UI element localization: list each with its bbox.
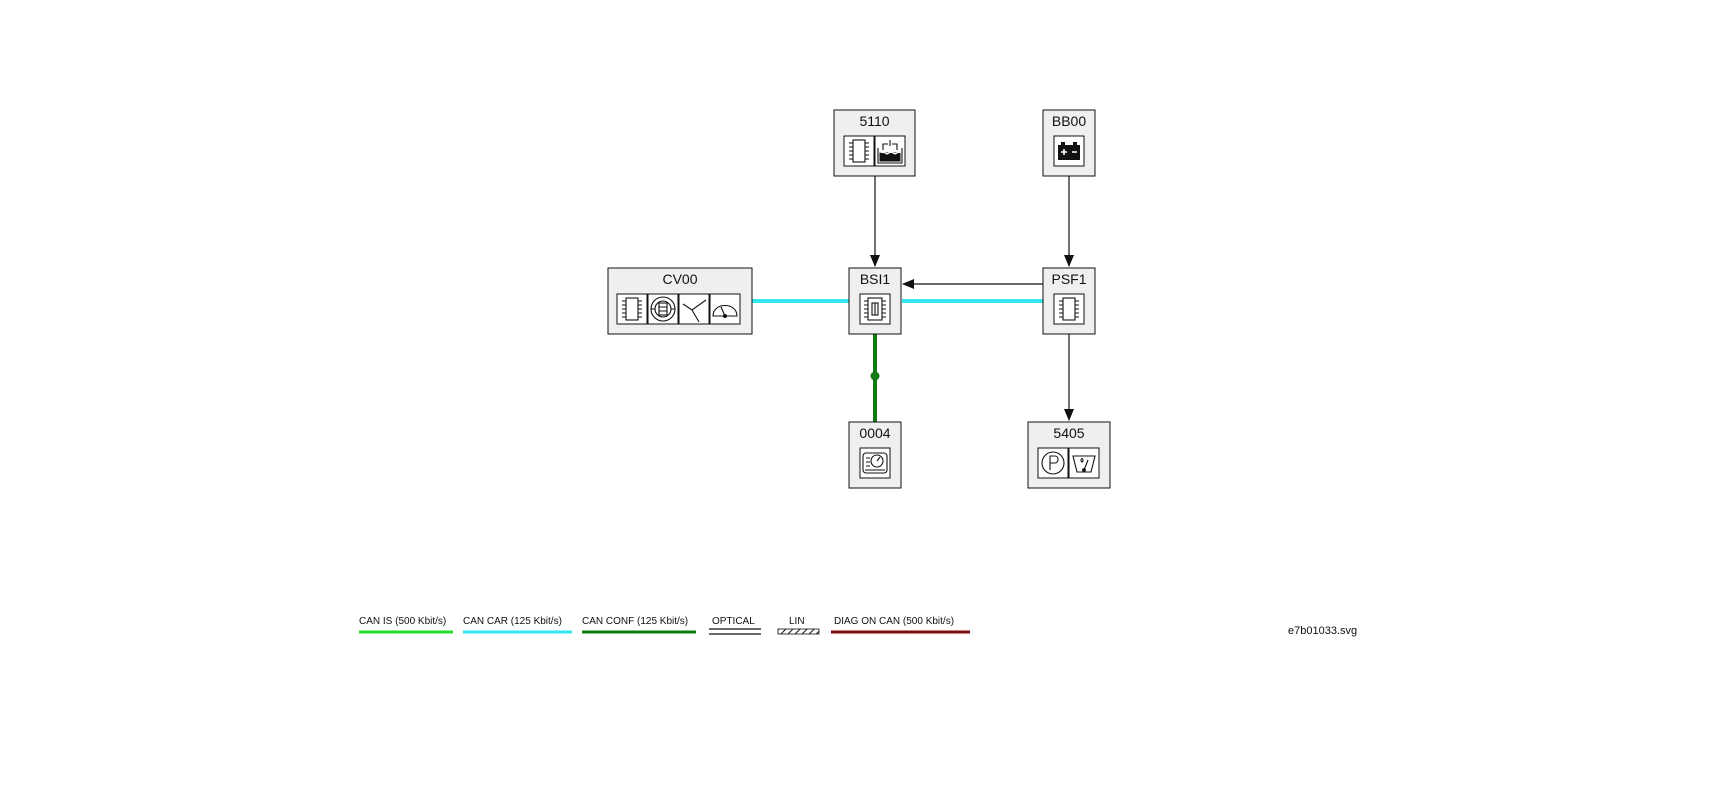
node-cv00[interactable]: CV00 — [607, 267, 753, 335]
legend-item-diag-on-can: DIAG ON CAN (500 Kbit/s) — [831, 616, 970, 634]
rain-sensor-icon — [1068, 447, 1100, 479]
node-label: 5110 — [859, 113, 889, 129]
legend-label: DIAG ON CAN (500 Kbit/s) — [834, 616, 954, 627]
legend-label: LIN — [789, 616, 805, 627]
ecu-chip-icon — [843, 135, 875, 167]
fuse-box-icon — [859, 293, 891, 325]
ecu-chip-icon — [1053, 293, 1085, 325]
legend-label: CAN CONF (125 Kbit/s) — [582, 616, 688, 627]
parking-brake-icon — [1037, 447, 1069, 479]
node-label: 0004 — [859, 425, 890, 441]
node-5110[interactable]: 5110 — [833, 109, 916, 177]
wiper-icon — [709, 293, 741, 325]
node-bsi1[interactable]: BSI1 — [848, 267, 902, 335]
legend: CAN IS (500 Kbit/s) CAN CAR (125 Kbit/s)… — [359, 616, 970, 635]
node-label: PSF1 — [1051, 271, 1086, 287]
can-conf-junction — [870, 371, 880, 381]
legend-label: CAN CAR (125 Kbit/s) — [463, 616, 562, 627]
legend-item-can-is: CAN IS (500 Kbit/s) — [359, 616, 453, 634]
ecu-chip-icon — [616, 293, 648, 325]
node-label: BB00 — [1052, 113, 1086, 129]
node-bb00[interactable]: BB00 — [1042, 109, 1096, 177]
legend-item-can-car: CAN CAR (125 Kbit/s) — [463, 616, 572, 634]
legend-label: OPTICAL — [712, 616, 755, 627]
steering-angle-icon — [678, 293, 710, 325]
legend-item-lin: LIN — [777, 616, 820, 635]
legend-item-optical: OPTICAL — [709, 616, 761, 635]
node-0004[interactable]: 0004 — [848, 421, 902, 489]
battery-icon — [1053, 135, 1085, 167]
coolant-level-icon — [874, 135, 906, 167]
node-label: CV00 — [662, 271, 697, 287]
node-psf1[interactable]: PSF1 — [1042, 267, 1096, 335]
node-label: 5405 — [1053, 425, 1084, 441]
switch-module-icon — [647, 293, 679, 325]
node-5405[interactable]: 5405 — [1027, 421, 1111, 489]
legend-label: CAN IS (500 Kbit/s) — [359, 616, 446, 627]
legend-item-can-conf: CAN CONF (125 Kbit/s) — [582, 616, 696, 634]
instrument-panel-icon — [859, 447, 891, 479]
file-name-label: e7b01033.svg — [1288, 625, 1357, 637]
connections — [752, 176, 1074, 422]
legend-swatch — [777, 628, 820, 635]
node-label: BSI1 — [860, 271, 891, 287]
